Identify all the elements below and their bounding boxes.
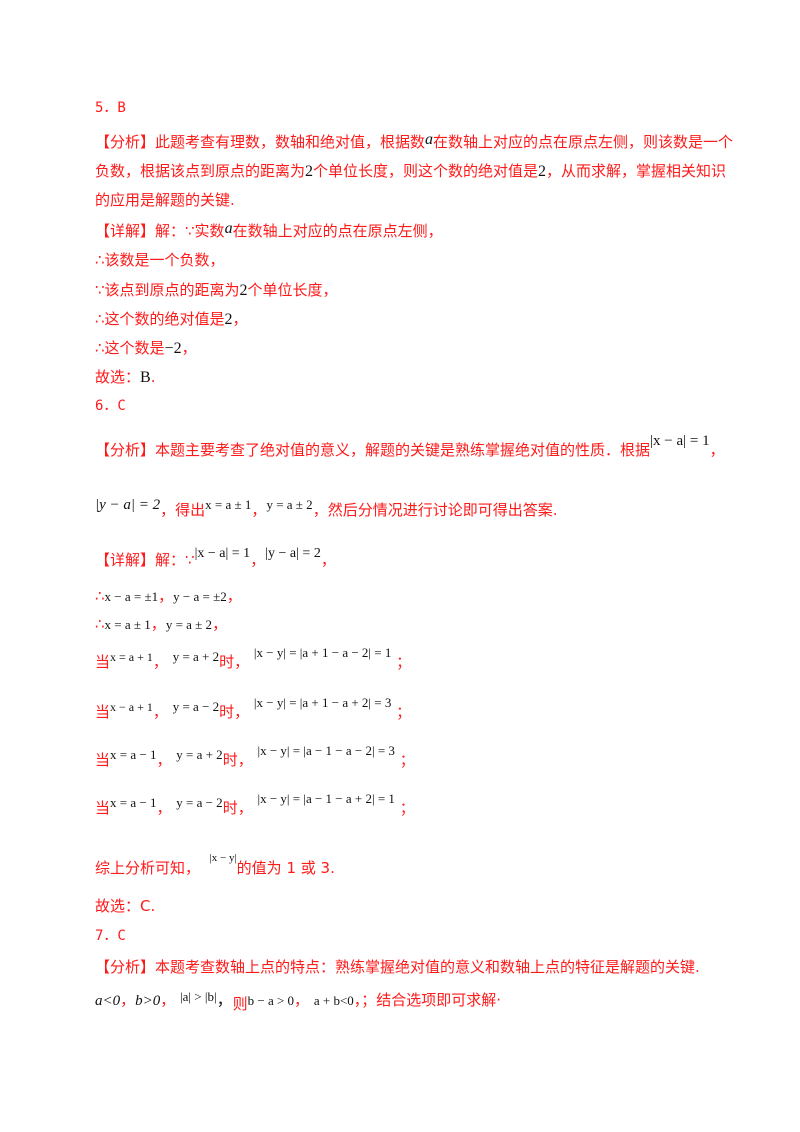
q6-detail-line-1: 【详解】解：∵|x − a| = 1，|y − a| = 2， — [95, 546, 336, 569]
analysis-tag: 【分析】 — [95, 441, 156, 459]
q6-detail-line-2: ∴x − a = ±1，y − a = ±2， — [95, 587, 242, 605]
q6-detail-line-3: ∴x = a ± 1，y = a ± 2， — [95, 615, 228, 633]
q5-analysis-line-3: 的应用是解题的关键. — [95, 191, 235, 209]
q6-summary: 综上分析可知， |x − y|的值为 1 或 3. — [95, 852, 335, 877]
detail-tag: 【详解】 — [95, 551, 156, 569]
q7-analysis-line-2: a<0，b>0， |a| > |b|，则b − a > 0， a + b<0，；… — [95, 989, 502, 1013]
analysis-tag: 【分析】 — [95, 958, 156, 976]
q7-heading: 7．C — [95, 928, 126, 944]
q6-case-4: 当x = a − 1， y = a − 2时， |x − y| = |a − 1… — [95, 791, 415, 817]
q5-detail-line-4: ∴这个数的绝对值是2， — [95, 310, 248, 328]
q5-analysis-line-2: 负数，根据该点到原点的距离为2个单位长度，则这个数的绝对值是2，从而求解，掌握相… — [95, 162, 727, 180]
q6-case-3: 当x = a − 1， y = a + 2时， |x − y| = |a − 1… — [95, 743, 415, 769]
q7-analysis-line-1: 【分析】本题考查数轴上点的特点：熟练掌握绝对值的意义和数轴上点的特征是解题的关键… — [95, 958, 700, 976]
q6-choose: 故选：C. — [95, 897, 156, 915]
q5-analysis-line-1: 【分析】此题考查有理数，数轴和绝对值，根据数a在数轴上对应的点在原点左侧，则该数… — [95, 131, 734, 151]
q6-analysis-line-1: 【分析】本题主要考查了绝对值的意义，解题的关键是熟练掌握绝对值的性质．根据|x … — [95, 433, 725, 459]
q5-detail-line-2: ∴该数是一个负数， — [95, 251, 225, 269]
q6-case-2: 当x − a + 1， y = a − 2时， |x − y| = |a + 1… — [95, 695, 412, 721]
q5-detail-line-1: 【详解】解：∵实数a在数轴上对应的点在原点左侧， — [95, 220, 443, 240]
q5-heading: 5．B — [95, 100, 126, 116]
q6-heading: 6．C — [95, 398, 126, 414]
q5-detail-line-5: ∴这个数是−2， — [95, 339, 197, 357]
q6-case-1: 当x = a + 1， y = a + 2时， |x − y| = |a + 1… — [95, 645, 412, 671]
detail-tag: 【详解】 — [95, 222, 156, 240]
analysis-tag: 【分析】 — [95, 133, 156, 151]
q5-choose: 故选：B. — [95, 368, 156, 386]
q5-detail-line-3: ∵该点到原点的距离为2个单位长度， — [95, 281, 338, 299]
q6-analysis-line-2: |y − a| = 2，得出x = a ± 1，y = a ± 2，然后分情况进… — [95, 497, 558, 519]
